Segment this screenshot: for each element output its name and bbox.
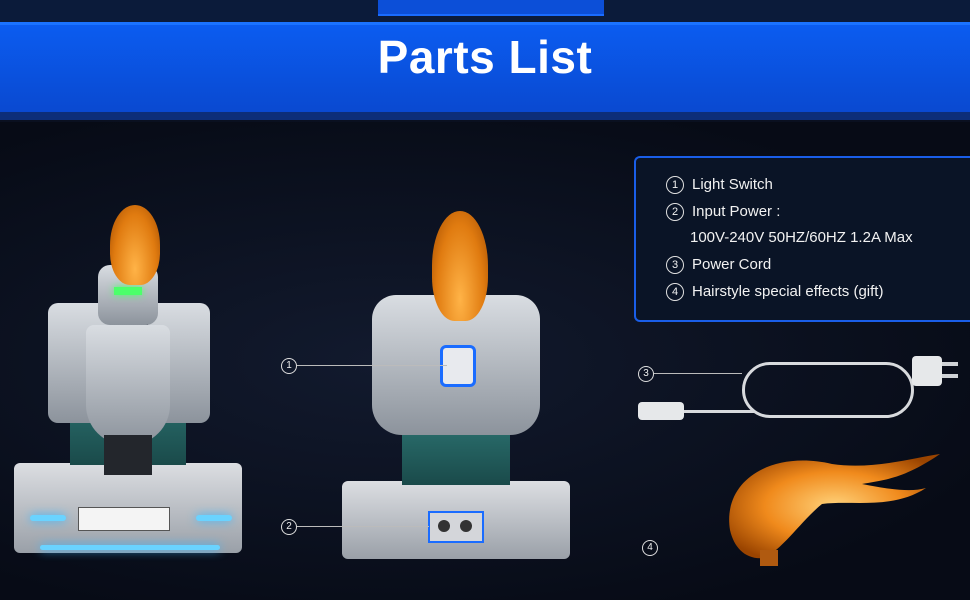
info-text: Power Cord (692, 256, 772, 273)
info-num: 4 (666, 283, 684, 302)
chest-armor (86, 325, 170, 445)
info-item-4: 4 Hairstyle special effects (gift) (666, 283, 884, 302)
info-text: Light Switch (692, 176, 773, 193)
base-light (196, 515, 232, 521)
info-num: 1 (666, 176, 684, 195)
callout-2-leader (297, 526, 429, 527)
power-cord-loop (742, 362, 914, 418)
visor-light (114, 287, 142, 295)
info-item-2-detail: 100V-240V 50HZ/60HZ 1.2A Max (690, 229, 913, 246)
hair-crest (110, 205, 160, 285)
info-text: Input Power : (692, 203, 781, 220)
info-num: 3 (666, 256, 684, 275)
callout-3: 3 (638, 366, 654, 382)
light-switch-panel (440, 345, 476, 387)
info-num: 2 (666, 203, 684, 222)
bust-front-image (0, 195, 250, 575)
callout-3-leader (654, 373, 742, 374)
callout-1: 1 (281, 358, 297, 374)
hairstyle-effect-image (712, 440, 942, 570)
wall-plug (912, 356, 942, 386)
page-title: Parts List (377, 31, 593, 83)
callout-4: 4 (642, 540, 658, 556)
info-item-2: 2 Input Power : (666, 203, 781, 222)
hair-effect-mounted (432, 211, 488, 321)
plug-prong (942, 374, 958, 378)
parts-info-box (634, 156, 970, 322)
callout-1-leader (297, 365, 447, 366)
power-port (428, 511, 484, 543)
info-item-3: 3 Power Cord (666, 256, 772, 275)
info-item-1: 1 Light Switch (666, 176, 773, 195)
callout-2: 2 (281, 519, 297, 535)
banner-divider (0, 112, 970, 120)
banner-tab (378, 0, 604, 16)
bust-back-image (338, 205, 578, 565)
info-text: 100V-240V 50HZ/60HZ 1.2A Max (690, 229, 913, 246)
nameplate (78, 507, 170, 531)
power-cord-line (684, 410, 754, 413)
base-light (30, 515, 66, 521)
plug-prong (942, 362, 958, 366)
waist (104, 435, 152, 475)
info-text: Hairstyle special effects (gift) (692, 283, 884, 300)
base-light (40, 545, 220, 550)
title-banner (0, 22, 970, 116)
cord-connector (638, 402, 684, 420)
